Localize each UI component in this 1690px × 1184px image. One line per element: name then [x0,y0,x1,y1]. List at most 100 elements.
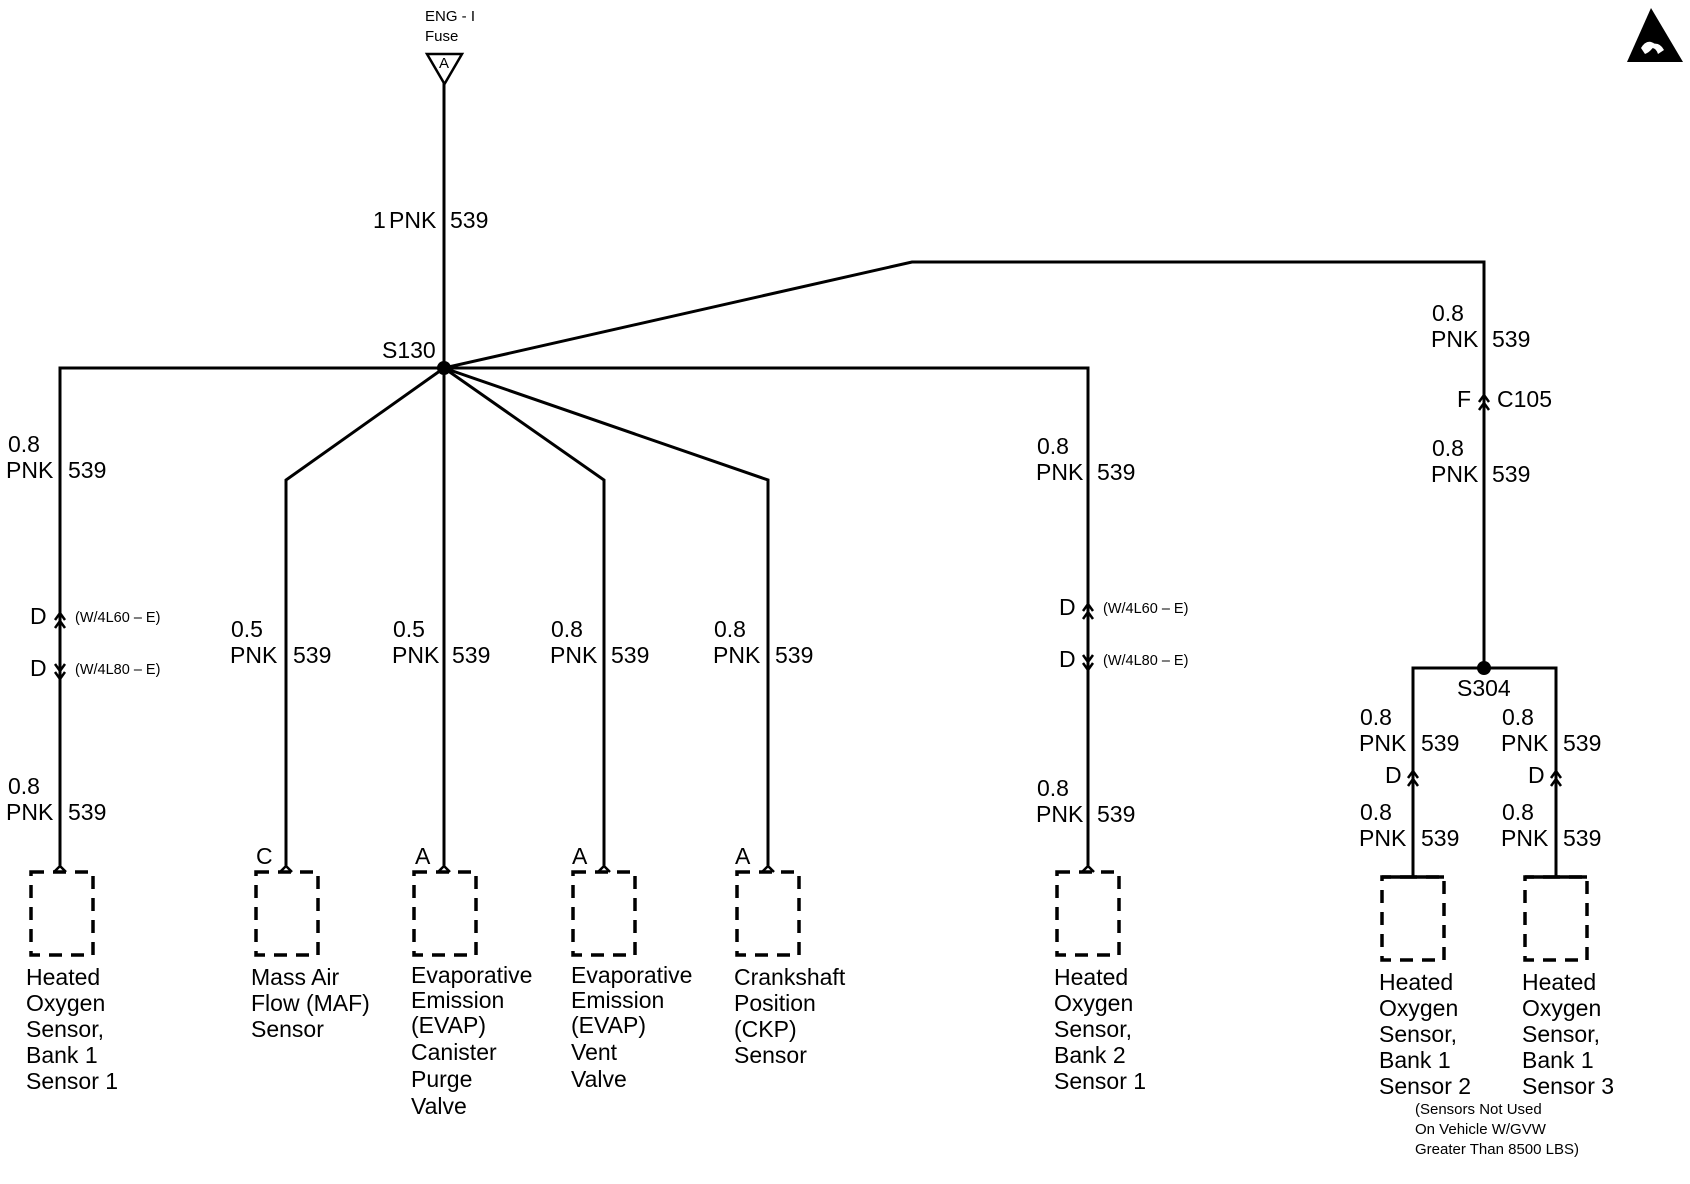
box-ckp [735,870,801,957]
svg-text:Canister: Canister [411,1039,497,1065]
fuse-eng-i: ENG - I Fuse A [424,8,475,87]
label-b2s1-top: 0.8 PNK 539 [1036,433,1135,485]
pin-evap-vent-mark [597,864,611,873]
svg-text:Sensor 1: Sensor 1 [1054,1068,1146,1094]
svg-text:Evaporative: Evaporative [411,962,532,988]
svg-text:(Sensors Not Used: (Sensors Not Used [1415,1101,1542,1118]
svg-text:PNK: PNK [1431,461,1479,487]
svg-text:Bank 2: Bank 2 [1054,1042,1126,1068]
svg-text:PNK: PNK [1359,730,1407,756]
svg-text:539: 539 [1421,825,1459,851]
svg-text:Bank 1: Bank 1 [1379,1047,1451,1073]
svg-text:Greater Than 8500 LBS): Greater Than 8500 LBS) [1415,1141,1579,1158]
svg-text:0.8: 0.8 [8,431,40,457]
svg-text:Emission: Emission [411,987,504,1013]
svg-text:Oxygen: Oxygen [26,990,105,1016]
label-b1s2-bottom: 0.8 PNK 539 [1359,799,1459,851]
box-ho2s-b1s1 [29,870,95,957]
connector-d-b1s2: D [1385,762,1420,788]
svg-text:D: D [30,603,47,629]
svg-text:Sensor 2: Sensor 2 [1379,1073,1471,1099]
svg-text:PNK: PNK [6,457,54,483]
svg-text:PNK: PNK [230,642,278,668]
svg-text:Purge: Purge [411,1066,472,1092]
svg-text:(W/4L80 – E): (W/4L80 – E) [75,662,160,678]
svg-text:(EVAP): (EVAP) [571,1012,646,1038]
svg-text:Heated: Heated [1054,964,1128,990]
svg-text:PNK: PNK [550,642,598,668]
svg-text:539: 539 [1492,326,1530,352]
svg-text:0.8: 0.8 [1037,433,1069,459]
svg-text:(W/4L60 – E): (W/4L60 – E) [75,610,160,626]
svg-text:Sensor,: Sensor, [1054,1016,1132,1042]
svg-text:539: 539 [68,457,106,483]
label-b1s1-bottom: 0.8 PNK 539 [6,773,106,825]
svg-text:0.8: 0.8 [1037,775,1069,801]
svg-text:0.8: 0.8 [1502,704,1534,730]
pin-evap-purge: A [415,843,431,869]
wire-evap-vent [441,365,606,866]
svg-text:C105: C105 [1497,386,1552,412]
svg-text:0.8: 0.8 [1502,799,1534,825]
svg-text:Bank 1: Bank 1 [1522,1047,1594,1073]
svg-text:PNK: PNK [1036,459,1084,485]
svg-text:On Vehicle W/GVW: On Vehicle W/GVW [1415,1121,1547,1138]
label-b1s3-top: 0.8 PNK 539 [1501,704,1601,756]
svg-text:539: 539 [1097,459,1135,485]
svg-text:PNK: PNK [6,799,54,825]
label-evap-purge: 0.5 PNK 539 [392,616,490,668]
svg-text:Sensor,: Sensor, [26,1016,104,1042]
svg-text:539: 539 [293,642,331,668]
component-evap-vent: Evaporative Emission (EVAP) Vent Valve [571,962,692,1092]
pin-maf: C [256,843,273,869]
esd-warning-icon [1627,8,1683,62]
svg-text:D: D [1059,594,1076,620]
component-ckp: Crankshaft Position (CKP) Sensor [734,964,846,1068]
pin-evap-purge-mark [437,864,451,873]
pin-ckp-mark [761,864,775,873]
svg-text:D: D [1059,646,1076,672]
label-evap-vent: 0.8 PNK 539 [550,616,649,668]
svg-text:539: 539 [450,207,488,233]
svg-text:(W/4L60 – E): (W/4L60 – E) [1103,601,1188,617]
footnote: (Sensors Not Used On Vehicle W/GVW Great… [1415,1101,1579,1158]
svg-text:PNK: PNK [713,642,761,668]
svg-text:Sensor 3: Sensor 3 [1522,1073,1614,1099]
box-evap-vent [571,870,637,957]
svg-text:PNK: PNK [392,642,440,668]
splice-s304 [1477,661,1491,675]
svg-text:(CKP): (CKP) [734,1016,797,1042]
svg-text:539: 539 [1563,730,1601,756]
svg-text:D: D [30,655,47,681]
svg-text:PNK: PNK [1359,825,1407,851]
inline-connector-d-4l60-right: D (W/4L60 – E) [1059,594,1188,620]
svg-text:539: 539 [611,642,649,668]
svg-text:Flow (MAF): Flow (MAF) [251,990,370,1016]
svg-text:Oxygen: Oxygen [1522,995,1601,1021]
svg-text:0.8: 0.8 [551,616,583,642]
box-ho2s-b2s1 [1055,870,1121,957]
svg-text:Valve: Valve [571,1066,627,1092]
svg-text:Valve: Valve [411,1093,467,1119]
component-ho2s-b1s2: Heated Oxygen Sensor, Bank 1 Sensor 2 [1379,969,1471,1099]
component-ho2s-b2s1: Heated Oxygen Sensor, Bank 2 Sensor 1 [1054,964,1146,1094]
label-maf: 0.5 PNK 539 [230,616,331,668]
svg-text:F: F [1457,386,1471,412]
trunk-wire-label: 1 PNK 539 [373,207,488,233]
svg-text:PNK: PNK [1036,801,1084,827]
pin-b1s1 [53,864,67,873]
svg-text:539: 539 [775,642,813,668]
svg-text:Sensor: Sensor [251,1016,324,1042]
wire-ckp [442,366,770,866]
svg-text:Oxygen: Oxygen [1379,995,1458,1021]
connector-d-b1s3: D [1528,762,1563,788]
label-c105-top: 0.8 PNK 539 [1431,300,1530,352]
label-b2s1-bottom: 0.8 PNK 539 [1036,775,1135,827]
splice-s130-label: S130 [382,337,436,363]
box-evap-purge [412,870,478,957]
fuse-sub: Fuse [425,28,458,45]
wire-to-c105 [442,260,1486,670]
svg-text:Sensor: Sensor [734,1042,807,1068]
wire-maf [284,365,447,866]
svg-text:1: 1 [373,207,386,233]
